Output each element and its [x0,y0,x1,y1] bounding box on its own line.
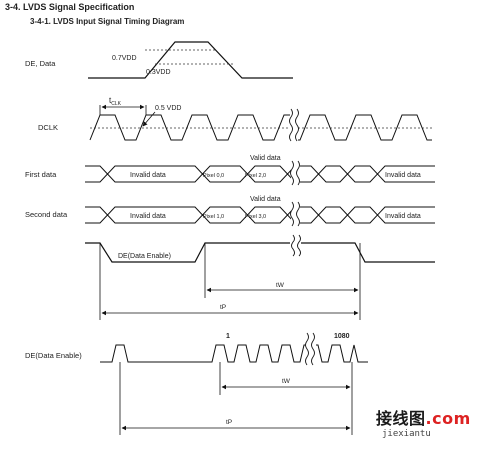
second-pixel-b: Pixel 3,0 [245,214,266,220]
first-invalid-right: Invalid data [385,172,421,179]
de-data-waveform: DE, Data 0.7VDD 0.3VDD [25,41,293,79]
watermark-url: jiexiantu [382,429,431,439]
tp-label: tP [220,304,226,311]
tclk-label: tCLK [109,96,122,107]
section-title: 3-4. LVDS Signal Specification [5,2,134,12]
second-valid-label: Valid data [250,196,281,203]
half-vdd-label: 0.5 VDD [155,105,181,112]
first-data-waveform: First data Invalid data Valid data Pixel… [25,155,435,188]
first-pixel-b: Pixel 2,0 [245,173,266,179]
subsection-title: 3-4-1. LVDS Input Signal Timing Diagram [30,17,184,26]
second-pixel-a: Pixel 1,0 [203,214,224,220]
site-watermark: 接线图.com jiexiantu [376,405,496,445]
de-data-label: DE, Data [25,59,56,68]
first-valid-label: Valid data [250,155,281,162]
second-data-waveform: Second data Invalid data Valid data Pixe… [25,196,435,229]
dclk-waveform: DCLK tCLK 0.5 VDD [38,96,432,144]
dclk-label: DCLK [38,123,58,132]
vdd-low-label: 0.3VDD [146,69,171,76]
second-invalid-right: Invalid data [385,213,421,220]
first-data-label: First data [25,170,57,179]
bottom-tw-label: tW [282,378,291,385]
second-data-label: Second data [25,210,68,219]
de-pulse-label: DE(Data Enable) [118,253,171,260]
de-pulse-waveform: DE(Data Enable) tW tP [85,234,435,320]
bottom-de-waveform: DE(Data Enable) 1 1080 tW tP [25,332,368,435]
watermark-logo: 接线图.com [376,409,471,428]
vdd-high-label: 0.7VDD [112,55,137,62]
tw-label: tW [276,282,285,289]
second-invalid-left: Invalid data [130,213,166,220]
first-pixel-a: Pixel 0,0 [203,173,224,179]
first-invalid-left: Invalid data [130,172,166,179]
end-index: 1080 [334,333,350,340]
bottom-de-label: DE(Data Enable) [25,351,82,360]
bottom-tp-label: tP [226,419,232,426]
start-index: 1 [226,333,230,340]
